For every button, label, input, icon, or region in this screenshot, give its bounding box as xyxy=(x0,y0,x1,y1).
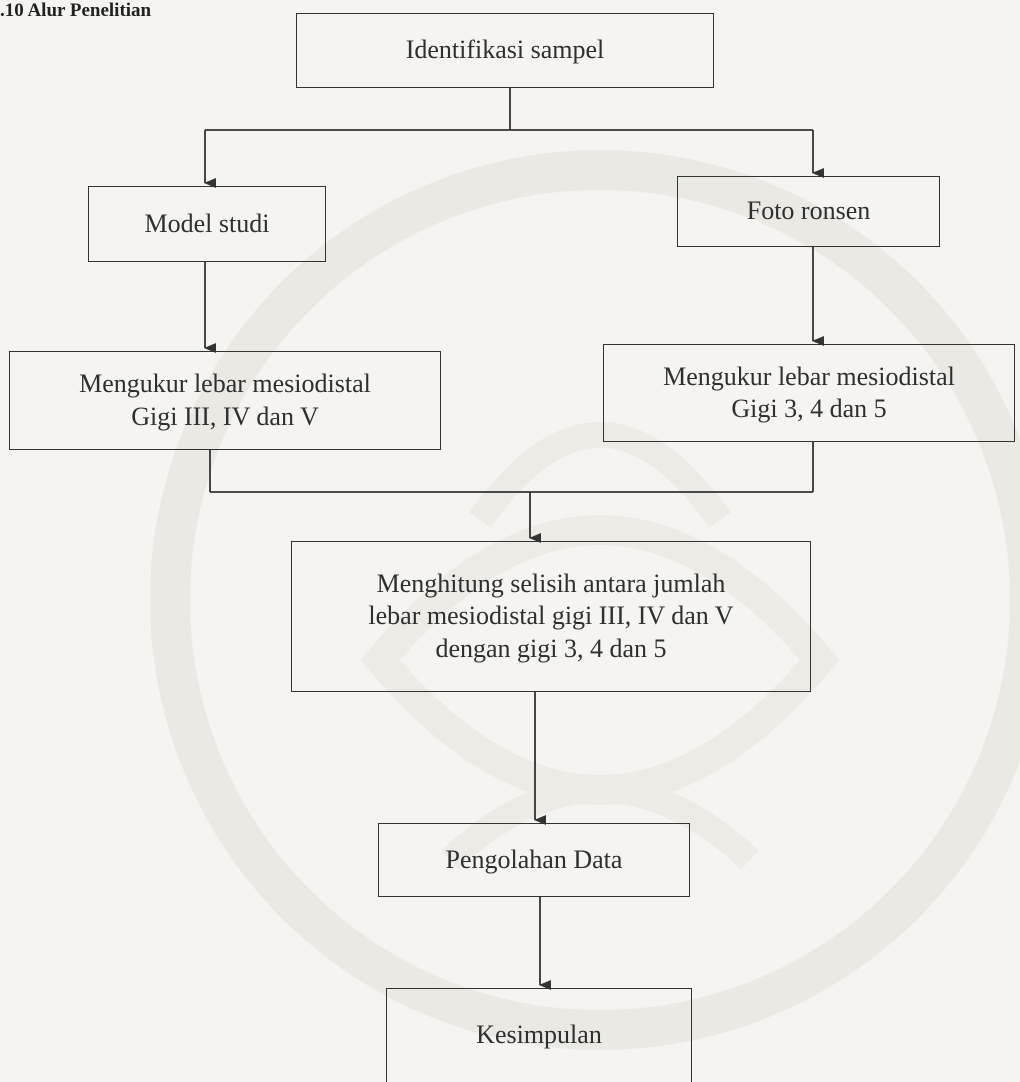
section-heading: .10 Alur Penelitian xyxy=(0,0,152,21)
node-text-line: Foto ronsen xyxy=(746,196,871,226)
node-mengukur-gigi-roman: Mengukur lebar mesiodistal Gigi III, IV … xyxy=(9,351,441,450)
node-text-line: lebar mesiodistal gigi III, IV dan V xyxy=(368,601,734,631)
node-text-line: Gigi 3, 4 dan 5 xyxy=(731,394,887,423)
node-model-studi: Model studi xyxy=(88,186,326,262)
node-mengukur-gigi-arabic: Mengukur lebar mesiodistal Gigi 3, 4 dan… xyxy=(603,344,1015,442)
node-text-line: Model studi xyxy=(144,208,270,238)
node-menghitung-selisih: Menghitung selisih antara jumlah lebar m… xyxy=(291,541,811,692)
node-identifikasi-sampel: Identifikasi sampel xyxy=(296,13,714,88)
node-text-line: Gigi III, IV dan V xyxy=(131,401,319,431)
node-kesimpulan: Kesimpulan xyxy=(386,988,692,1082)
node-text-line: Identifikasi sampel xyxy=(405,35,605,65)
node-text-line: Kesimpulan xyxy=(476,1020,602,1050)
node-text-line: Mengukur lebar mesiodistal xyxy=(79,369,371,398)
node-text-line: Pengolahan Data xyxy=(445,844,623,874)
node-foto-ronsen: Foto ronsen xyxy=(677,176,940,247)
node-text-line: dengan gigi 3, 4 dan 5 xyxy=(435,633,667,663)
node-text-line: Menghitung selisih antara jumlah xyxy=(376,568,726,598)
node-pengolahan-data: Pengolahan Data xyxy=(378,823,690,897)
node-text-line: Mengukur lebar mesiodistal xyxy=(663,361,955,391)
